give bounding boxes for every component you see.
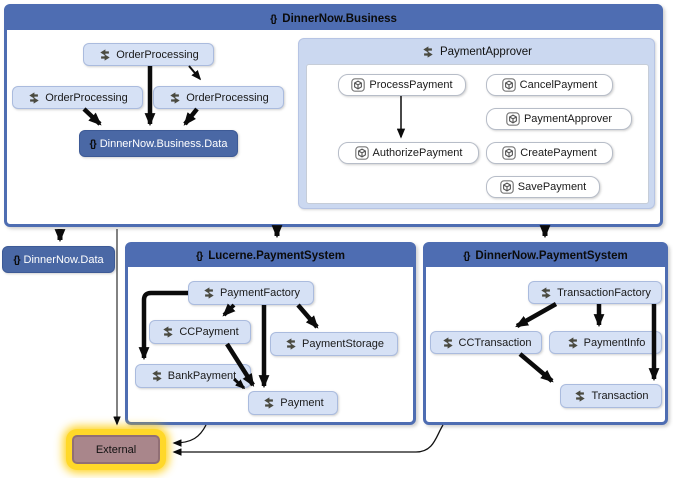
node-transaction-factory[interactable]: TransactionFactory	[528, 281, 662, 304]
node-cc-payment[interactable]: CCPayment	[149, 320, 251, 344]
node-bank-payment[interactable]: BankPayment	[135, 364, 251, 388]
external-node-body: External	[72, 435, 160, 464]
class-icon	[262, 396, 276, 410]
class-icon	[27, 91, 41, 105]
node-label: AuthorizePayment	[372, 147, 463, 159]
cube-icon	[506, 112, 520, 126]
node-dinnernow-data[interactable]: {} DinnerNow.Data	[2, 246, 115, 273]
node-label: Transaction	[591, 390, 649, 402]
node-label: External	[95, 443, 137, 456]
node-label: TransactionFactory	[557, 286, 651, 299]
cube-icon	[355, 146, 369, 160]
class-icon	[98, 48, 112, 62]
class-icon	[573, 389, 587, 403]
node-cancel-payment[interactable]: CancelPayment	[486, 74, 613, 96]
class-icon	[161, 325, 175, 339]
node-order-processing-right[interactable]: OrderProcessing	[153, 86, 284, 109]
node-payment[interactable]: Payment	[248, 391, 338, 415]
node-label: PaymentStorage	[302, 338, 384, 350]
class-icon	[421, 45, 435, 59]
node-label: CCPayment	[179, 326, 239, 338]
class-icon	[441, 336, 455, 350]
node-label: ProcessPayment	[369, 79, 453, 91]
container-header[interactable]: {} DinnerNow.Business	[7, 7, 660, 30]
namespace-icon: {}	[196, 250, 203, 262]
cube-icon	[502, 78, 516, 92]
node-label: Payment	[280, 397, 324, 409]
class-icon	[202, 286, 216, 300]
node-label: OrderProcessing	[45, 91, 128, 104]
node-save-payment[interactable]: SavePayment	[486, 176, 600, 198]
node-label: OrderProcessing	[116, 48, 199, 61]
group-header[interactable]: PaymentApprover	[299, 39, 654, 64]
class-icon	[566, 336, 580, 350]
node-label: DinnerNow.Business.Data	[99, 137, 228, 150]
node-order-processing-left[interactable]: OrderProcessing	[12, 86, 143, 109]
node-transaction[interactable]: Transaction	[560, 384, 662, 408]
container-header[interactable]: {} DinnerNow.PaymentSystem	[426, 245, 665, 267]
node-label: PaymentApprover	[523, 113, 613, 125]
node-label: PaymentInfo	[583, 336, 646, 349]
cube-icon	[500, 180, 514, 194]
node-label: DinnerNow.Data	[23, 253, 104, 266]
namespace-icon: {}	[463, 250, 470, 262]
namespace-icon: {}	[89, 137, 97, 150]
node-label: SavePayment	[517, 181, 587, 193]
container-title: DinnerNow.Business	[282, 12, 397, 25]
node-payment-approver[interactable]: PaymentApprover	[486, 108, 632, 130]
group-title: PaymentApprover	[439, 45, 533, 58]
node-payment-storage[interactable]: PaymentStorage	[270, 332, 398, 356]
node-label: CancelPayment	[519, 79, 598, 91]
class-icon	[539, 286, 553, 300]
class-icon	[168, 91, 182, 105]
node-process-payment[interactable]: ProcessPayment	[338, 74, 466, 96]
node-create-payment[interactable]: CreatePayment	[486, 142, 613, 164]
node-label: PaymentFactory	[219, 287, 301, 299]
node-payment-info[interactable]: PaymentInfo	[549, 331, 662, 354]
node-external[interactable]: External	[66, 429, 166, 470]
node-payment-factory[interactable]: PaymentFactory	[188, 281, 314, 305]
node-label: OrderProcessing	[186, 91, 269, 104]
class-icon	[150, 369, 164, 383]
container-title: Lucerne.PaymentSystem	[208, 250, 345, 262]
node-dinnernow-business-data[interactable]: {} DinnerNow.Business.Data	[79, 130, 238, 157]
node-label: CreatePayment	[520, 147, 597, 159]
container-header[interactable]: {} Lucerne.PaymentSystem	[128, 245, 413, 267]
node-order-processing-top[interactable]: OrderProcessing	[83, 43, 214, 66]
node-label: BankPayment	[167, 370, 237, 382]
namespace-icon: {}	[270, 12, 277, 25]
container-title: DinnerNow.PaymentSystem	[475, 250, 628, 262]
node-cc-transaction[interactable]: CCTransaction	[430, 331, 542, 354]
namespace-icon: {}	[13, 253, 20, 266]
node-authorize-payment[interactable]: AuthorizePayment	[338, 142, 479, 164]
node-label: CCTransaction	[458, 336, 532, 349]
cube-icon	[351, 78, 365, 92]
cube-icon	[502, 146, 516, 160]
class-icon	[284, 337, 298, 351]
